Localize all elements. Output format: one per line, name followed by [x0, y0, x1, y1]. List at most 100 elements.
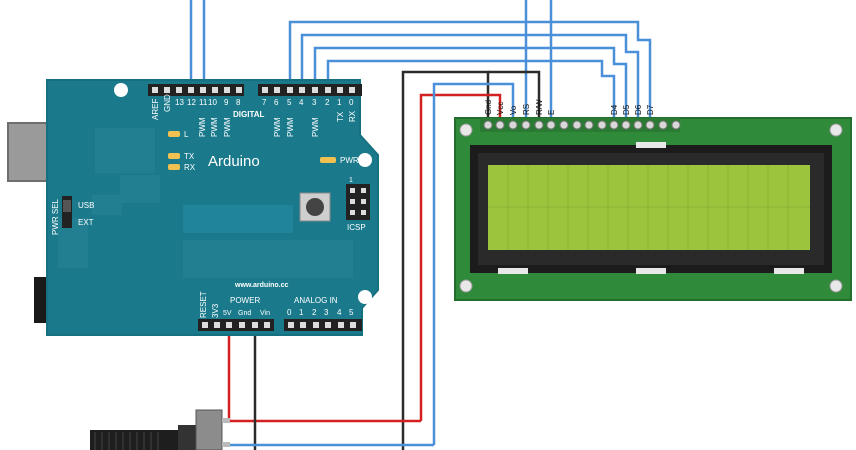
pin-label-0: 0: [349, 98, 354, 107]
digital-header-right: [258, 84, 362, 96]
microcontroller-chip: [183, 205, 293, 233]
pot-shaft: [90, 430, 186, 450]
power-pin-gnd: Gnd: [238, 310, 251, 317]
pin-label-11: 11: [199, 98, 208, 107]
analog-pin-labels: 0 1 2 3 4 5: [287, 308, 354, 317]
lcd-hole-tl: [459, 123, 473, 137]
ext-label: EXT: [78, 218, 94, 227]
pot-body: [195, 409, 223, 450]
power-pin-3v3: 3V3: [211, 303, 220, 318]
power-pin-5v: 5V: [223, 310, 232, 317]
lcd-label-vo: Vo: [509, 105, 518, 115]
digital-header-left: [148, 84, 244, 96]
lcd-pins: [483, 120, 681, 130]
pin-label-13: 13: [175, 98, 184, 107]
potentiometer: [90, 409, 230, 450]
lcd-label-e: E: [547, 110, 556, 115]
wire-d4-to-lcd-d6: [300, 33, 640, 118]
pin-label-7: 7: [262, 98, 267, 107]
pot-shaft-knurl: [94, 432, 159, 450]
bezel-tab-1: [498, 268, 528, 274]
pwr-sel-jumper-cap: [63, 200, 71, 212]
lcd-label-vcc: Vcc: [496, 102, 505, 115]
power-pin-reset: RESET: [199, 291, 208, 318]
arduino-url: www.arduino.cc: [234, 282, 289, 289]
mount-hole-3: [358, 290, 372, 304]
icsp-pin-1-label: 1: [349, 177, 353, 184]
led-rx: [168, 164, 180, 170]
led-l: [168, 131, 180, 137]
tx-pin-label: TX: [336, 111, 345, 122]
bottom-pin-holes: [202, 322, 356, 328]
pin-label-5: 5: [287, 98, 292, 107]
analog-pin-0: 0: [287, 308, 292, 317]
lcd-hole-br: [829, 279, 843, 293]
pwm-label-5: PWM: [286, 117, 295, 137]
lcd-label-rw: R/W: [535, 99, 544, 115]
led-l-label: L: [184, 130, 189, 139]
lcd-module: Gnd Vcc Vo RS R/W E D4 D5 D6 D7: [454, 99, 852, 301]
led-pwr-label: PWR: [340, 156, 359, 165]
lcd-pin-labels: Gnd Vcc Vo RS R/W E D4 D5 D6 D7: [484, 99, 655, 115]
wire-vo: [432, 82, 515, 445]
lcd-label-d4: D4: [610, 104, 619, 115]
arduino-brand: Arduino: [208, 153, 260, 170]
analog-pin-5: 5: [349, 308, 354, 317]
lcd-label-d6: D6: [634, 104, 643, 115]
pin-label-10: 10: [208, 98, 217, 107]
digital-pin-holes: [152, 87, 355, 93]
analog-pin-2: 2: [312, 308, 317, 317]
reset-button-cap: [306, 198, 324, 216]
usb-label: USB: [78, 201, 94, 210]
bezel-tab-3: [774, 268, 804, 274]
icsp-label: ICSP: [347, 223, 366, 232]
lcd-label-d5: D5: [622, 104, 631, 115]
power-header: [198, 319, 274, 331]
top-pin-labels-right: 7 6 5 4 3 2 1 0 DIGITAL PWM PWM PWM TX R…: [233, 98, 357, 137]
wire-d2-to-lcd-d4: [326, 59, 616, 118]
lcd-character-grid: [488, 165, 810, 250]
wire-d3-to-lcd-d5: [313, 46, 628, 118]
pot-collar: [178, 425, 196, 450]
board-decor: [58, 128, 353, 278]
pin-label-aref: AREF: [151, 99, 160, 120]
analog-header-label: ANALOG IN: [294, 296, 338, 305]
icsp-header: [346, 184, 370, 220]
analog-pin-3: 3: [324, 308, 329, 317]
led-tx: [168, 153, 180, 159]
led-tx-label: TX: [184, 152, 195, 161]
pin-label-6: 6: [274, 98, 279, 107]
pwm-label-10: PWM: [210, 117, 219, 137]
wire-d5-to-lcd-d7: [288, 20, 652, 118]
bezel-tab-4: [636, 142, 666, 148]
icsp-pins: [350, 188, 366, 215]
analog-pin-1: 1: [299, 308, 304, 317]
pin-label-8: 8: [236, 98, 241, 107]
power-header-label: POWER: [230, 296, 260, 305]
lcd-label-rs: RS: [522, 104, 531, 115]
lcd-label-gnd: Gnd: [484, 100, 493, 115]
wire-5v: [227, 322, 421, 423]
pin-label-gnd: GND: [163, 94, 172, 112]
mount-hole-2: [358, 153, 372, 167]
pwm-label-9: PWM: [223, 117, 232, 137]
pin-label-12: 12: [187, 98, 196, 107]
lcd-label-d7: D7: [646, 104, 655, 115]
mount-hole-1: [114, 83, 128, 97]
pin-label-9: 9: [224, 98, 229, 107]
wire-vcc: [419, 93, 502, 421]
rx-pin-label: RX: [348, 110, 357, 122]
digital-header-label: DIGITAL: [233, 110, 265, 119]
analog-pin-4: 4: [337, 308, 342, 317]
wire-rw-gnd: [488, 70, 541, 118]
pwm-label-6: PWM: [273, 117, 282, 137]
pin-label-3: 3: [312, 98, 317, 107]
power-pin-vin: Vin: [260, 310, 270, 317]
pot-pin-bottom: [222, 442, 230, 447]
pwm-label-11: PWM: [198, 117, 207, 137]
pin-label-4: 4: [299, 98, 304, 107]
pin-label-1: 1: [337, 98, 342, 107]
arduino-board: AREF GND 13 12 11 10 9 8 PWM PWM PWM 7 6…: [7, 79, 379, 336]
